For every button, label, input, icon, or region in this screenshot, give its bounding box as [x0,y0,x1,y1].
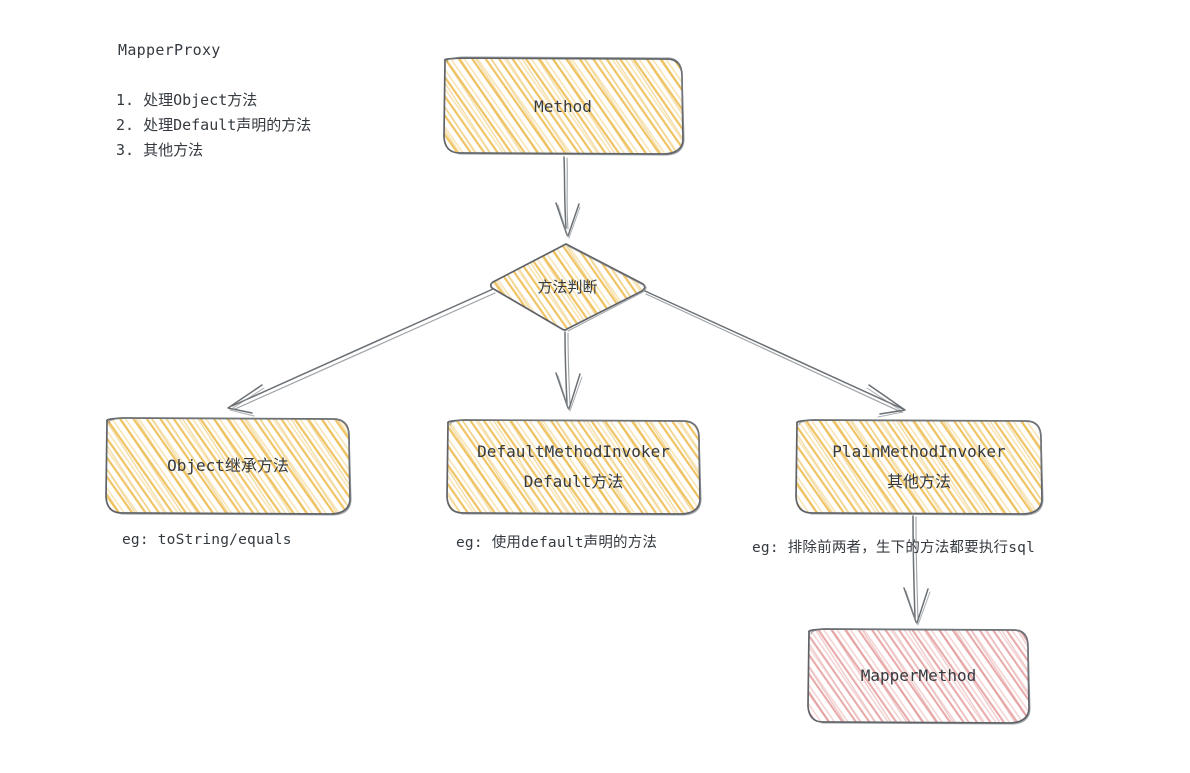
node-method[interactable]: Method [443,58,683,155]
edge-decision-to-plain [644,290,906,418]
edge-decision-to-object [227,288,496,417]
node-default-branch[interactable]: DefaultMethodInvoker Default方法 [447,420,700,514]
node-mapper-method-label: MapperMethod [860,666,977,685]
legend-list: 1. 处理Object方法 2. 处理Default声明的方法 3. 其他方法 [116,88,311,163]
node-plain-branch[interactable]: PlainMethodInvoker 其他方法 [796,420,1042,514]
node-default-branch-line2: Default方法 [523,472,624,491]
node-object-branch-label: Object继承方法 [167,456,289,475]
node-method-label: Method [534,96,592,116]
edge-decision-to-default [555,331,583,412]
caption-plain-branch: eg: 排除前两者，生下的方法都要执行sql [752,540,1036,556]
caption-default-branch: eg: 使用default声明的方法 [456,535,658,551]
node-default-branch-line1: DefaultMethodInvoker [477,442,670,461]
node-plain-branch-line2: 其他方法 [886,472,951,491]
legend-item-1: 1. 处理Object方法 [116,91,258,109]
node-decision[interactable]: 方法判断 [490,244,645,330]
node-decision-label: 方法判断 [537,278,598,296]
legend-item-2: 2. 处理Default声明的方法 [116,116,312,134]
edge-method-to-decision [555,156,581,239]
legend-item-3: 3. 其他方法 [116,141,204,159]
node-plain-branch-line1: PlainMethodInvoker [832,442,1006,461]
page-title: MapperProxy [118,41,221,59]
node-object-branch[interactable]: Object继承方法 [106,418,350,514]
edge-plain-to-mapper [903,515,931,626]
caption-object-branch: eg: toString/equals [122,532,292,548]
node-mapper-method[interactable]: MapperMethod [808,629,1029,723]
